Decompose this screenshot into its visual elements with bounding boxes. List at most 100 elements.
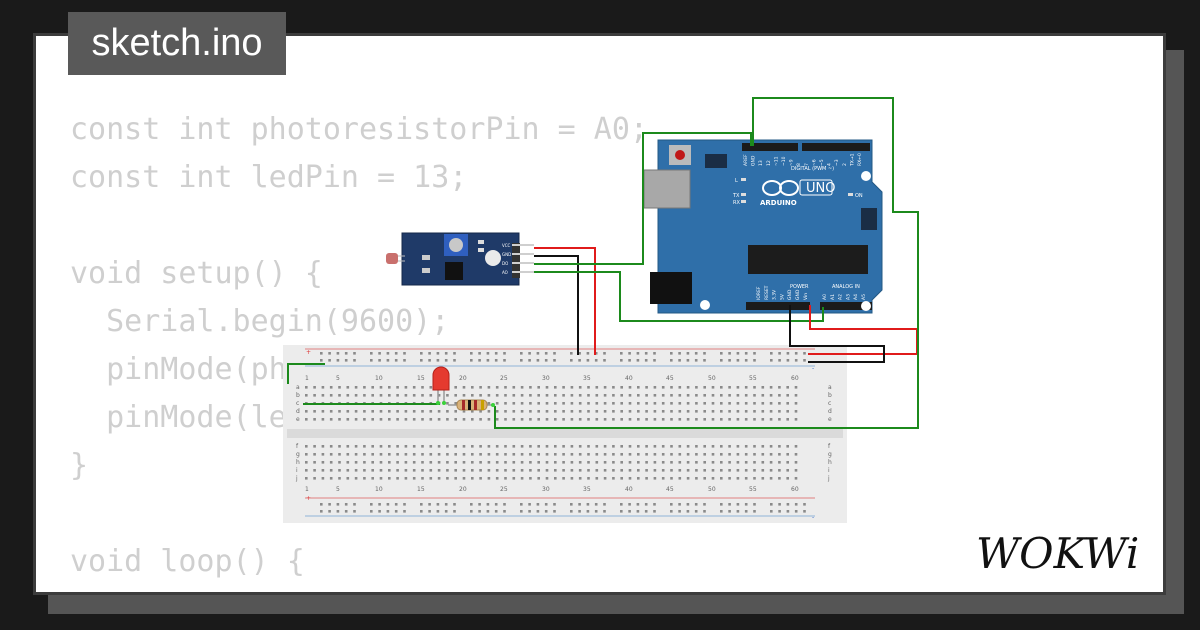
breadboard-hole[interactable] xyxy=(553,503,556,506)
breadboard-hole[interactable] xyxy=(453,510,456,513)
breadboard-hole[interactable] xyxy=(371,469,374,472)
breadboard-hole[interactable] xyxy=(305,418,308,421)
breadboard-hole[interactable] xyxy=(487,477,491,480)
breadboard-hole[interactable] xyxy=(744,352,748,355)
breadboard-hole[interactable] xyxy=(786,359,790,362)
breadboard-hole[interactable] xyxy=(570,386,574,389)
breadboard-hole[interactable] xyxy=(396,453,399,456)
breadboard-hole[interactable] xyxy=(529,418,532,421)
breadboard-hole[interactable] xyxy=(404,469,408,472)
breadboard-hole[interactable] xyxy=(570,359,573,362)
breadboard-hole[interactable] xyxy=(386,359,390,362)
breadboard-hole[interactable] xyxy=(495,386,499,389)
arduino-uno-board[interactable]: DIGITAL (PWM ~) UNO ARDUINO POWER ANALOG… xyxy=(643,139,883,314)
breadboard-hole[interactable] xyxy=(603,461,607,464)
breadboard-hole[interactable] xyxy=(396,386,399,389)
breadboard-hole[interactable] xyxy=(494,359,498,362)
breadboard-hole[interactable] xyxy=(553,510,556,513)
breadboard-hole[interactable] xyxy=(769,418,773,421)
breadboard-hole[interactable] xyxy=(578,445,582,448)
breadboard-hole[interactable] xyxy=(436,510,440,513)
breadboard-hole[interactable] xyxy=(494,503,498,506)
breadboard-hole[interactable] xyxy=(412,453,416,456)
breadboard-hole[interactable] xyxy=(336,510,340,513)
breadboard-hole[interactable] xyxy=(595,394,599,397)
breadboard-hole[interactable] xyxy=(378,510,381,513)
breadboard-hole[interactable] xyxy=(520,394,524,397)
breadboard-hole[interactable] xyxy=(637,386,640,389)
breadboard-hole[interactable] xyxy=(544,352,548,355)
breadboard-hole[interactable] xyxy=(512,453,516,456)
breadboard-hole[interactable] xyxy=(504,469,507,472)
breadboard-hole[interactable] xyxy=(695,469,698,472)
breadboard-hole[interactable] xyxy=(769,469,773,472)
breadboard-hole[interactable] xyxy=(437,477,441,480)
breadboard-hole[interactable] xyxy=(313,453,316,456)
breadboard-hole[interactable] xyxy=(305,461,308,464)
breadboard-hole[interactable] xyxy=(570,418,574,421)
breadboard-hole[interactable] xyxy=(595,410,599,413)
breadboard-hole[interactable] xyxy=(462,453,466,456)
breadboard-hole[interactable] xyxy=(478,510,481,513)
breadboard-hole[interactable] xyxy=(379,477,383,480)
breadboard-hole[interactable] xyxy=(694,503,698,506)
breadboard-hole[interactable] xyxy=(769,394,773,397)
breadboard-hole[interactable] xyxy=(437,445,441,448)
photoresistor-sensor-module[interactable]: VCC GND DO AO xyxy=(386,232,534,286)
breadboard-hole[interactable] xyxy=(313,477,316,480)
breadboard-hole[interactable] xyxy=(769,386,773,389)
breadboard-hole[interactable] xyxy=(794,359,798,362)
breadboard-hole[interactable] xyxy=(770,352,773,355)
breadboard-hole[interactable] xyxy=(363,461,366,464)
breadboard-hole[interactable] xyxy=(645,461,648,464)
breadboard-hole[interactable] xyxy=(495,469,499,472)
breadboard-hole[interactable] xyxy=(620,386,623,389)
breadboard-hole[interactable] xyxy=(370,503,373,506)
breadboard-hole[interactable] xyxy=(428,359,431,362)
breadboard-hole[interactable] xyxy=(371,453,374,456)
breadboard-hole[interactable] xyxy=(412,477,416,480)
breadboard-hole[interactable] xyxy=(436,503,440,506)
breadboard-hole[interactable] xyxy=(329,410,333,413)
breadboard-hole[interactable] xyxy=(545,469,549,472)
breadboard-hole[interactable] xyxy=(603,453,607,456)
breadboard-hole[interactable] xyxy=(562,402,565,405)
breadboard-hole[interactable] xyxy=(595,461,599,464)
breadboard-hole[interactable] xyxy=(336,352,340,355)
breadboard-hole[interactable] xyxy=(346,410,350,413)
breadboard-hole[interactable] xyxy=(313,394,316,397)
breadboard-hole[interactable] xyxy=(545,477,549,480)
breadboard-hole[interactable] xyxy=(470,359,473,362)
breadboard-hole[interactable] xyxy=(661,453,665,456)
breadboard-hole[interactable] xyxy=(711,418,715,421)
breadboard-hole[interactable] xyxy=(711,394,715,397)
breadboard-hole[interactable] xyxy=(686,503,690,506)
breadboard-hole[interactable] xyxy=(429,477,433,480)
breadboard-hole[interactable] xyxy=(503,352,506,355)
breadboard-hole[interactable] xyxy=(794,510,798,513)
breadboard-hole[interactable] xyxy=(353,503,356,506)
breadboard-hole[interactable] xyxy=(736,503,740,506)
breadboard-hole[interactable] xyxy=(404,386,408,389)
breadboard-hole[interactable] xyxy=(736,453,740,456)
breadboard-hole[interactable] xyxy=(686,410,690,413)
breadboard-hole[interactable] xyxy=(396,418,399,421)
breadboard-hole[interactable] xyxy=(645,394,648,397)
breadboard-hole[interactable] xyxy=(346,386,350,389)
breadboard-hole[interactable] xyxy=(545,453,549,456)
breadboard-hole[interactable] xyxy=(678,352,681,355)
breadboard-hole[interactable] xyxy=(803,510,806,513)
breadboard-hole[interactable] xyxy=(528,352,531,355)
breadboard-hole[interactable] xyxy=(494,352,498,355)
breadboard-hole[interactable] xyxy=(320,359,323,362)
breadboard-hole[interactable] xyxy=(736,359,740,362)
breadboard-hole[interactable] xyxy=(578,453,582,456)
breadboard-hole[interactable] xyxy=(562,386,565,389)
breadboard-hole[interactable] xyxy=(520,477,524,480)
breadboard-hole[interactable] xyxy=(420,359,423,362)
breadboard-hole[interactable] xyxy=(370,510,373,513)
breadboard-hole[interactable] xyxy=(728,503,731,506)
breadboard-hole[interactable] xyxy=(587,461,590,464)
breadboard-hole[interactable] xyxy=(336,359,340,362)
breadboard-hole[interactable] xyxy=(487,469,491,472)
